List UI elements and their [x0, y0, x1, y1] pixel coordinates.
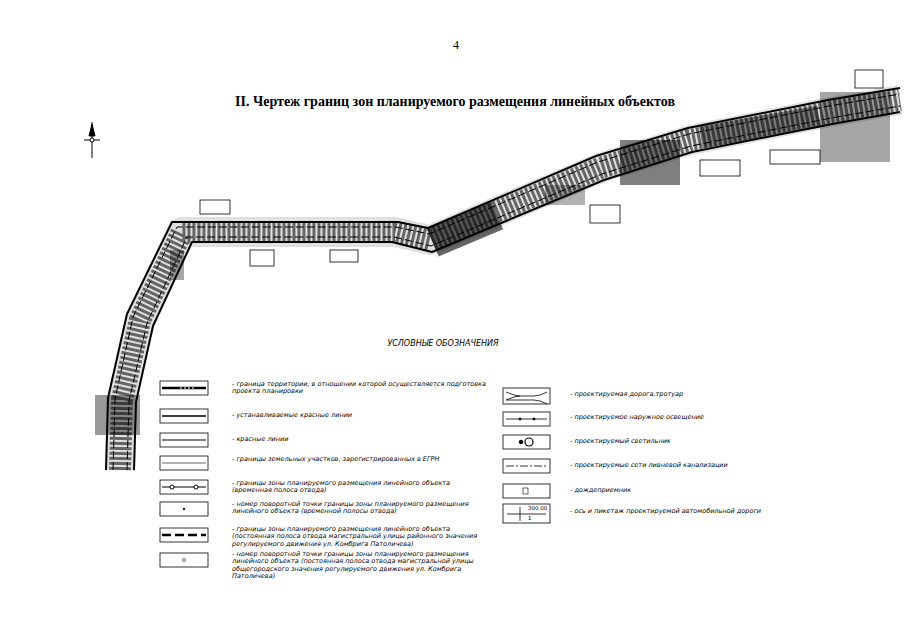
- legend-text: - номер поворотной точки границы зоны пл…: [232, 501, 487, 516]
- legend-text: - границы зоны планируемого размещения л…: [232, 526, 494, 548]
- legend-text: - граница территории, в отношении которо…: [232, 381, 487, 396]
- legend-text: - ось и пикетаж проектируемой автомобиль…: [570, 508, 800, 515]
- legend-text: - границы земельных участков, зарегистри…: [232, 456, 487, 463]
- legend-text: - номер поворотной точки границы зоны пл…: [232, 551, 494, 581]
- legend-heading: УСЛОВНЫЕ ОБОЗНАЧЕНИЯ: [387, 339, 498, 349]
- legend-text: - проектируемый светильник: [570, 438, 800, 445]
- legend-text: - проектируемое наружное освещение: [570, 414, 800, 421]
- north-arrow: [84, 122, 100, 158]
- page-number: 4: [453, 38, 459, 52]
- legend-samples: [160, 381, 550, 567]
- picket-value: 300.00: [528, 505, 547, 512]
- road-corridor: [106, 88, 900, 470]
- picket-number: 1: [528, 515, 532, 522]
- legend-text: - красные линии: [232, 436, 487, 443]
- legend-text: - границы зоны планируемого размещения л…: [232, 480, 487, 495]
- map-buildings: [200, 70, 883, 266]
- legend-text: - дождеприемник: [570, 487, 800, 494]
- legend-text: - проектируемые сети ливневой канализаци…: [570, 462, 800, 469]
- legend-text: - устанавливаемые красные линии: [232, 412, 487, 419]
- legend-text: - проектируемая дорога,тротуар: [570, 391, 800, 398]
- page-title: II. Чертеж границ зон планируемого разме…: [235, 94, 675, 111]
- map-detail: [95, 92, 890, 435]
